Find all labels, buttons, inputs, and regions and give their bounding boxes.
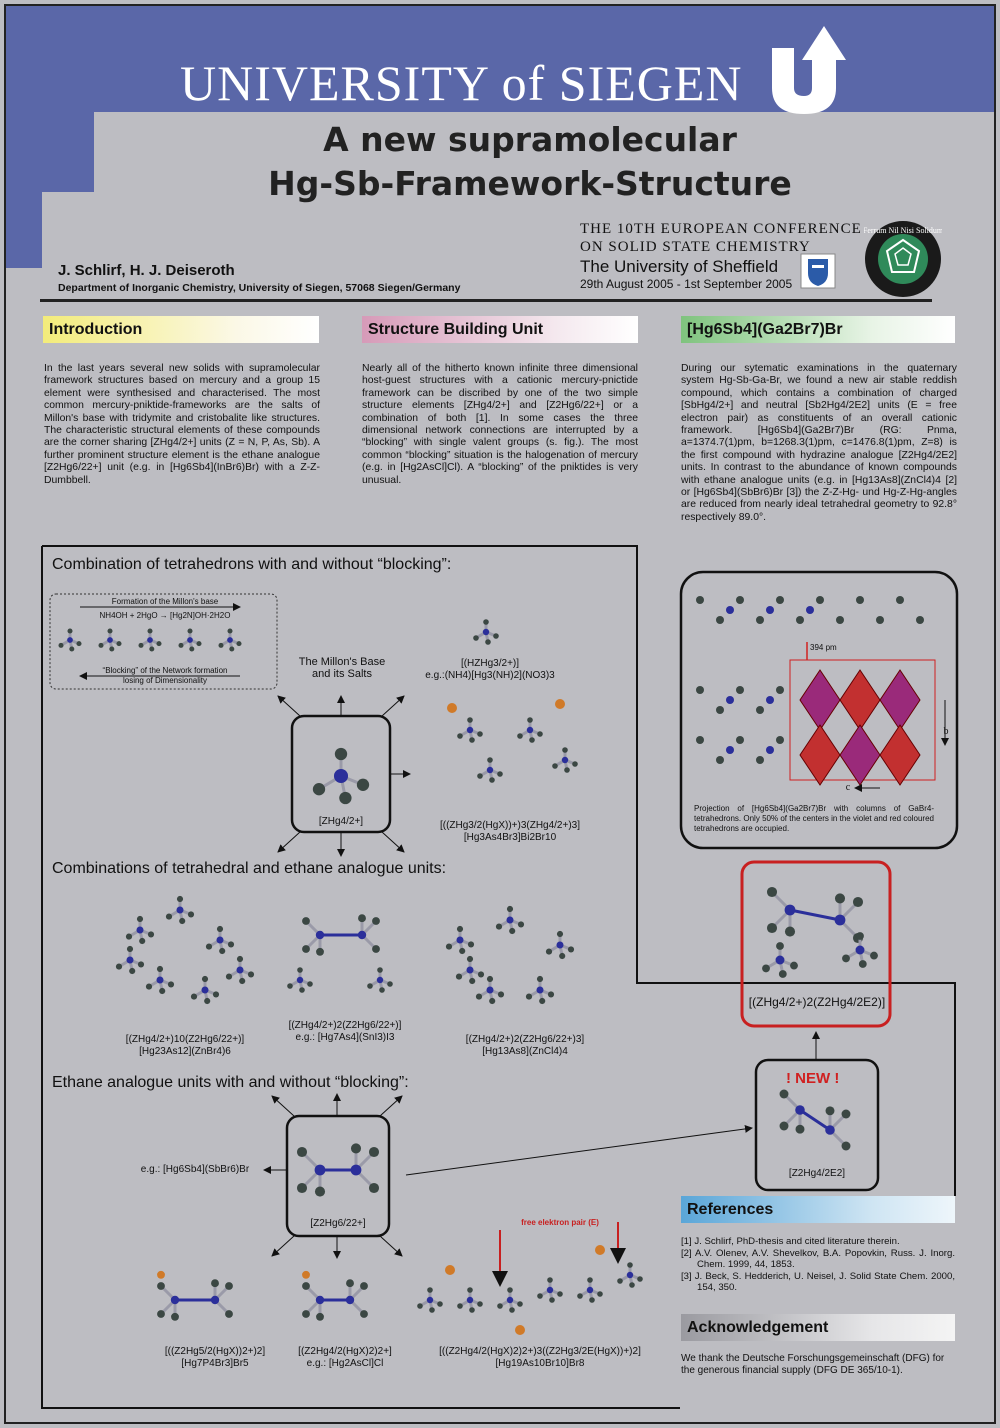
distance-label: 394 pm xyxy=(810,643,837,652)
conference-line-2: ON SOLID STATE CHEMISTRY xyxy=(580,239,811,255)
eth3-line-1: [((Z2Hg4/2(HgX)2)2+)3((Z2Hg3/2E(HgX))+)2… xyxy=(439,1346,641,1357)
seal-text: Ferrum Nil Nisi Solidum xyxy=(864,226,942,235)
figure-heading-2: Combinations of tetrahedral and ethane a… xyxy=(52,860,447,877)
eth1-label: [((Z2Hg5/2(HgX))2+)2] [Hg7P4Br3]Br5 xyxy=(150,1346,280,1370)
banner-step-1 xyxy=(6,112,94,192)
millon-reaction-label: NH4OH + 2HgO → [Hg2N]OH·2H2O xyxy=(99,611,231,620)
references-heading: References xyxy=(681,1196,955,1223)
hzhg-label: [(HZHg3/2+)] e.g.:(NH4)[Hg3(NH)2](NO3)3 xyxy=(410,658,570,682)
references-list: [1] J. Schlirf, PhD-thesis and cited lit… xyxy=(681,1236,955,1294)
hydrazine-unit-label: [Z2Hg4/2E2] xyxy=(788,1168,846,1179)
university-name: UNIVERSITY of SIEGEN xyxy=(180,55,743,111)
authors: J. Schlirf, H. J. Deiseroth xyxy=(58,262,235,279)
sbu-heading: Structure Building Unit xyxy=(362,316,638,343)
ethane-example-label: e.g.: [Hg6Sb4](SbBr6)Br xyxy=(140,1164,250,1175)
figure-heading-1: Combination of tetrahedrons with and wit… xyxy=(52,556,452,573)
blocked-tetra-line-2: [Hg3As4Br3]Bi2Br10 xyxy=(463,832,557,843)
siegen-logo-icon xyxy=(772,26,846,114)
crystal-caption: Projection of [Hg6Sb4](Ga2Br7)Br with co… xyxy=(694,804,934,833)
acknowledgement-heading: Acknowledgement xyxy=(681,1314,955,1341)
eth3-line-2: [Hg19As10Br10]Br8 xyxy=(495,1358,585,1369)
combo1-line-1: [(ZHg4/2+)10(Z2Hg6/22+)] xyxy=(125,1034,245,1045)
millon-formation-label: Formation of the Millon's base xyxy=(111,597,219,606)
new-unit-label: [(ZHg4/2+)2(Z2Hg4/2E2)] xyxy=(748,995,886,1009)
title-line-2: Hg-Sb-Framework-Structure xyxy=(268,164,792,203)
combo3-line-1: [(ZHg4/2+)2(Z2Hg6/22+)3] xyxy=(465,1034,585,1045)
conference-dates: 29th August 2005 - 1st September 2005 xyxy=(580,277,793,291)
combo3-label: [(ZHg4/2+)2(Z2Hg6/22+)3] [Hg13As8](ZnCl4… xyxy=(440,1034,610,1058)
poster-frame xyxy=(4,4,996,1424)
hzhg-line-1: [(HZHg3/2+)] xyxy=(460,658,520,669)
sheffield-crest-icon xyxy=(800,253,836,289)
sbu-text: Nearly all of the hitherto known infinit… xyxy=(362,363,638,486)
figure-heading-3: Ethane analogue units with and without “… xyxy=(52,1074,409,1091)
conference-line-1: THE 10TH EUROPEAN CONFERENCE xyxy=(580,221,862,237)
millons-base-line-1: The Millon's Base xyxy=(298,656,386,668)
conference-seal-icon: Ferrum Nil Nisi Solidum xyxy=(864,221,942,297)
free-pair-label: free elektron pair (E) xyxy=(521,1218,599,1227)
combo2-label: [(ZHg4/2+)2(Z2Hg6/22+)] e.g.: [Hg7As4](S… xyxy=(270,1020,420,1044)
reference-item: [2] A.V. Olenev, A.V. Shevelkov, B.A. Po… xyxy=(681,1247,955,1271)
blocked-tetra-line-1: [((ZHg3/2(HgX))+)3(ZHg4/2+)3] xyxy=(439,820,581,831)
reference-item: [3] J. Beck, S. Hedderich, U. Neisel, J.… xyxy=(681,1270,955,1294)
eth2-line-2: e.g.: [Hg2AsCl]Cl xyxy=(306,1358,384,1369)
combo1-label: [(ZHg4/2+)10(Z2Hg6/22+)] [Hg23As12](ZnBr… xyxy=(100,1034,270,1058)
introduction-heading: Introduction xyxy=(43,316,319,343)
new-badge: ! NEW ! xyxy=(786,1070,840,1087)
hzhg-line-2: e.g.:(NH4)[Hg3(NH)2](NO3)3 xyxy=(425,670,555,681)
eth1-line-2: [Hg7P4Br3]Br5 xyxy=(181,1358,249,1369)
title-line-1: A new supramolecular xyxy=(323,120,737,159)
blocked-tetra-label: [((ZHg3/2(HgX))+)3(ZHg4/2+)3] [Hg3As4Br3… xyxy=(400,820,620,844)
conference-title: THE 10TH EUROPEAN CONFERENCE ON SOLID ST… xyxy=(580,220,862,256)
header-rule xyxy=(40,299,932,302)
department: Department of Inorganic Chemistry, Unive… xyxy=(58,282,461,294)
compound-heading: [Hg6Sb4](Ga2Br7)Br xyxy=(681,316,955,343)
eth1-line-1: [((Z2Hg5/2(HgX))2+)2] xyxy=(164,1346,266,1357)
axis-b-label: b xyxy=(943,726,949,737)
reference-item: [1] J. Schlirf, PhD-thesis and cited lit… xyxy=(681,1236,900,1247)
combo3-line-2: [Hg13As8](ZnCl4)4 xyxy=(482,1046,568,1057)
compound-text: During our sytematic examinations in the… xyxy=(681,363,957,523)
combo1-line-2: [Hg23As12](ZnBr4)6 xyxy=(139,1046,231,1057)
conference-host: The University of Sheffield xyxy=(580,257,779,276)
poster-title: A new supramolecular Hg-Sb-Framework-Str… xyxy=(180,118,880,206)
ethane-unit-label: [Z2Hg6/22+] xyxy=(310,1218,366,1229)
millons-base-line-2: and its Salts xyxy=(312,668,372,680)
axis-c-label: c xyxy=(845,782,851,793)
millon-blocking-label-1: “Blocking” of the Network formation xyxy=(102,666,228,675)
zhg42-label: [ZHg4/2+] xyxy=(318,816,364,827)
millons-base-label: The Millon's Base and its Salts xyxy=(282,656,402,680)
eth2-label: [(Z2Hg4/2(HgX)2)2+] e.g.: [Hg2AsCl]Cl xyxy=(280,1346,410,1370)
millon-blocking-label-2: losing of Dimensionality xyxy=(122,676,208,685)
eth2-line-1: [(Z2Hg4/2(HgX)2)2+] xyxy=(298,1346,392,1357)
acknowledgement-text: We thank the Deutsche Forschungsgemeinsc… xyxy=(681,1353,945,1376)
combo2-line-1: [(ZHg4/2+)2(Z2Hg6/22+)] xyxy=(288,1020,402,1031)
combo2-line-2: e.g.: [Hg7As4](SnI3)I3 xyxy=(295,1032,395,1043)
introduction-text: In the last years several new solids wit… xyxy=(44,363,320,486)
banner-step-2 xyxy=(6,192,42,268)
eth3-label: [((Z2Hg4/2(HgX)2)2+)3((Z2Hg3/2E(HgX))+)2… xyxy=(410,1346,670,1370)
